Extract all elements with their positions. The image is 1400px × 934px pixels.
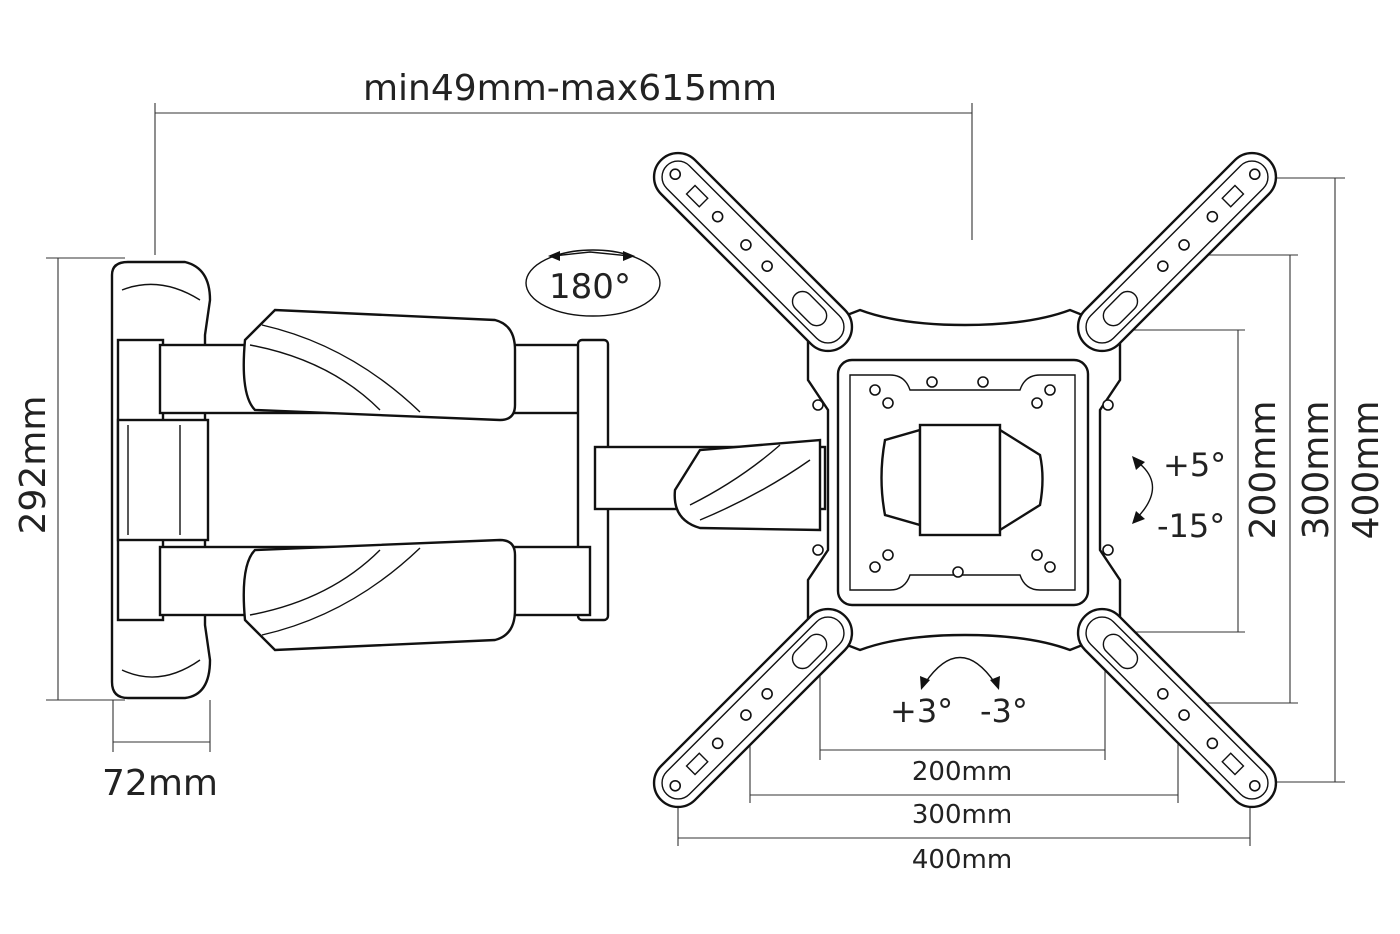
height-dimension: 292mm xyxy=(13,257,125,701)
bracket-top-left xyxy=(652,151,854,353)
upper-arm xyxy=(158,308,610,622)
lower-arm xyxy=(158,538,592,652)
horizontal-400-label: 400mm xyxy=(912,845,1012,875)
middle-arm xyxy=(593,438,827,532)
vertical-vesa-dimensions: 200mm 300mm 400mm xyxy=(1110,177,1387,783)
depth-dimension: 72mm xyxy=(102,700,218,804)
bracket-bottom-left xyxy=(652,607,854,809)
tilt-indicator: +5° -15° xyxy=(1132,446,1226,545)
tilt-down-label: -15° xyxy=(1157,507,1225,545)
height-label: 292mm xyxy=(13,396,54,535)
vertical-200-label: 200mm xyxy=(1243,401,1284,540)
horizontal-200-label: 200mm xyxy=(912,757,1012,787)
bracket-top-right xyxy=(1076,151,1278,353)
rotate-minus-label: -3° xyxy=(980,692,1028,730)
tilt-up-label: +5° xyxy=(1163,446,1226,484)
vertical-300-label: 300mm xyxy=(1296,401,1337,540)
vesa-plate xyxy=(806,308,1122,652)
swivel-label: 180° xyxy=(549,267,631,307)
bracket-bottom-right xyxy=(1076,607,1278,809)
mount-holes xyxy=(812,376,1114,578)
extension-label: min49mm-max615mm xyxy=(363,68,777,109)
rotate-plus-label: +3° xyxy=(890,692,953,730)
swivel-indicator: 180° xyxy=(525,249,661,317)
rotation-indicator: +3° -3° xyxy=(890,657,1028,730)
horizontal-300-label: 300mm xyxy=(912,800,1012,830)
extension-dimension: min49mm-max615mm xyxy=(154,68,973,255)
wall-plate xyxy=(110,260,212,700)
horizontal-vesa-dimensions: 200mm 300mm 400mm xyxy=(677,645,1251,875)
depth-label: 72mm xyxy=(102,763,218,804)
vertical-400-label: 400mm xyxy=(1346,401,1387,540)
